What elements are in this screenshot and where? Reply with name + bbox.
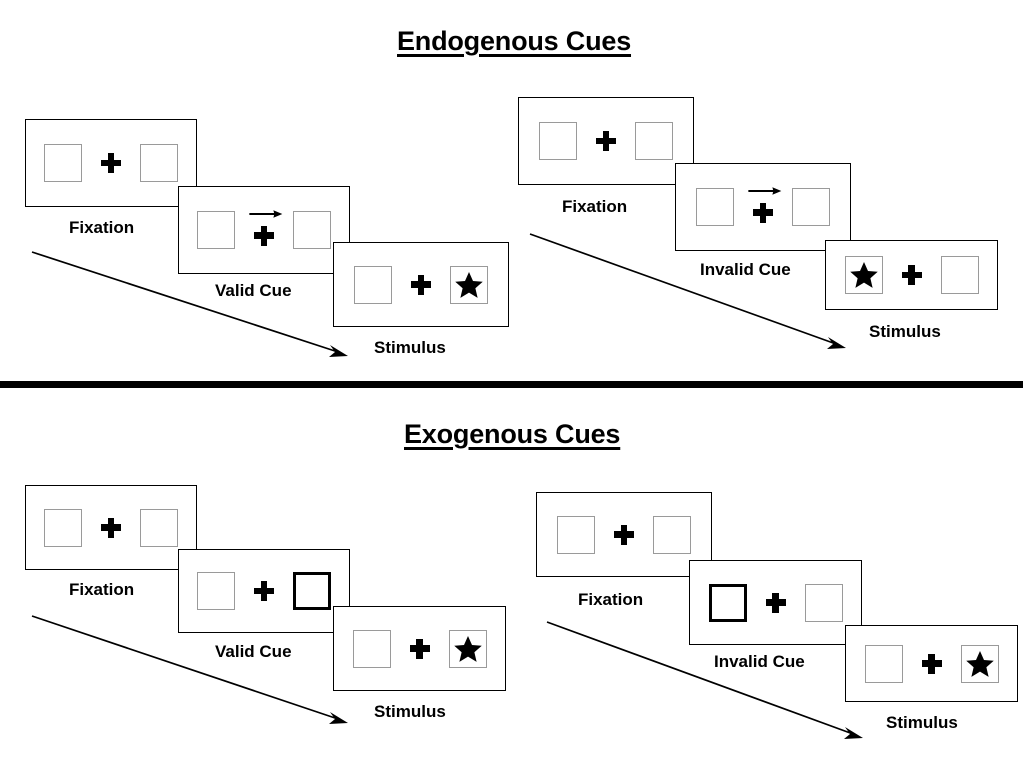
fixation-plus-wrap	[96, 141, 126, 185]
fixation-plus-wrap	[917, 642, 947, 686]
fixation-plus-wrap	[591, 119, 621, 163]
caption-exogenous-invalid-cue: Invalid Cue	[714, 652, 805, 671]
time-flow-arrow-icon	[529, 233, 846, 349]
section-title-endogenous: Endogenous Cues	[397, 26, 632, 56]
placeholder-box-right	[635, 122, 673, 160]
panel-content	[844, 253, 979, 297]
star-icon	[453, 635, 482, 662]
fixation-plus-icon	[101, 153, 121, 173]
panel-content	[864, 642, 999, 686]
panel-content	[44, 141, 178, 185]
section-title-exogenous: Exogenous Cues	[404, 419, 621, 449]
panel-endogenous-valid-fixation[interactable]	[25, 119, 197, 207]
panel-content	[197, 208, 331, 252]
placeholder-box-right	[940, 256, 979, 294]
placeholder-box-right	[792, 188, 830, 226]
placeholder-box-left	[354, 265, 392, 304]
fixation-plus-icon	[411, 274, 431, 295]
panel-exogenous-valid-fixation[interactable]	[25, 485, 197, 570]
panel-content	[352, 627, 487, 671]
placeholder-box-right	[653, 515, 691, 554]
star-icon	[455, 271, 483, 298]
placeholder-box-right	[450, 265, 488, 304]
star-icon	[965, 650, 994, 677]
panel-exogenous-invalid-cue[interactable]	[689, 560, 862, 645]
fixation-plus-wrap	[748, 185, 782, 229]
placeholder-box-left	[864, 644, 903, 683]
panel-endogenous-valid-stimulus[interactable]	[333, 242, 509, 327]
caption-exogenous-invalid-stimulus: Stimulus	[886, 713, 958, 732]
caption-endogenous-valid-fixation: Fixation	[69, 218, 135, 237]
caption-endogenous-valid-cue: Valid Cue	[215, 281, 292, 300]
placeholder-box-left-cued	[708, 583, 747, 622]
fixation-plus-icon	[753, 202, 773, 223]
panel-content	[197, 569, 331, 613]
placeholder-box-left	[44, 508, 82, 547]
fixation-plus-wrap	[406, 263, 436, 307]
panel-content	[557, 513, 691, 557]
star-icon	[849, 262, 878, 288]
fixation-plus-icon	[409, 638, 430, 659]
caption-endogenous-invalid-stimulus: Stimulus	[869, 322, 941, 341]
fixation-plus-wrap	[609, 513, 639, 557]
fixation-plus-icon	[254, 225, 274, 246]
fixation-plus-wrap	[96, 506, 126, 550]
fixation-plus-icon	[614, 524, 634, 545]
panel-content	[539, 119, 673, 163]
fixation-plus-icon	[901, 265, 922, 285]
panel-content	[44, 506, 178, 550]
caption-exogenous-invalid-fixation: Fixation	[578, 590, 644, 609]
panel-endogenous-invalid-fixation[interactable]	[518, 97, 694, 185]
placeholder-box-left	[197, 572, 235, 610]
placeholder-box-right	[140, 144, 178, 182]
caption-exogenous-valid-fixation: Fixation	[69, 580, 135, 599]
time-flow-arrow-icon	[31, 251, 348, 357]
placeholder-box-right	[804, 583, 843, 622]
time-flow-arrow-icon	[546, 621, 863, 739]
placeholder-box-right-cued	[293, 572, 331, 610]
placeholder-box-left	[44, 144, 82, 182]
caption-endogenous-invalid-fixation: Fixation	[562, 197, 628, 216]
caption-exogenous-valid-cue: Valid Cue	[215, 642, 292, 661]
fixation-plus-wrap	[249, 208, 283, 252]
fixation-plus-wrap	[405, 627, 435, 671]
panel-endogenous-invalid-cue[interactable]	[675, 163, 851, 251]
placeholder-box-left	[696, 188, 734, 226]
arrow-right-icon	[249, 210, 283, 218]
fixation-plus-wrap	[761, 581, 791, 625]
fixation-plus-icon	[596, 131, 616, 151]
fixation-plus-wrap	[897, 253, 927, 297]
section-divider	[0, 381, 1023, 388]
placeholder-box-left	[352, 629, 391, 668]
placeholder-box-right	[448, 629, 487, 668]
placeholder-box-left	[197, 211, 235, 249]
panel-exogenous-invalid-fixation[interactable]	[536, 492, 712, 577]
caption-endogenous-invalid-cue: Invalid Cue	[700, 260, 791, 279]
panel-exogenous-valid-cue[interactable]	[178, 549, 350, 633]
caption-exogenous-valid-stimulus: Stimulus	[374, 702, 446, 721]
placeholder-box-left	[844, 256, 883, 294]
panel-content	[696, 185, 830, 229]
arrow-right-icon	[748, 187, 782, 195]
caption-endogenous-valid-stimulus: Stimulus	[374, 338, 446, 357]
placeholder-box-right	[960, 644, 999, 683]
placeholder-box-right	[293, 211, 331, 249]
fixation-plus-wrap	[249, 569, 279, 613]
fixation-plus-icon	[101, 517, 121, 538]
fixation-plus-icon	[921, 653, 942, 674]
placeholder-box-left	[539, 122, 577, 160]
panel-content	[708, 581, 843, 625]
fixation-plus-icon	[765, 592, 786, 613]
fixation-plus-icon	[254, 581, 274, 601]
panel-endogenous-invalid-stimulus[interactable]	[825, 240, 998, 310]
time-flow-arrow-icon	[31, 615, 348, 724]
panel-exogenous-valid-stimulus[interactable]	[333, 606, 506, 691]
panel-content	[354, 263, 488, 307]
placeholder-box-right	[140, 508, 178, 547]
panel-exogenous-invalid-stimulus[interactable]	[845, 625, 1018, 702]
panel-endogenous-valid-cue[interactable]	[178, 186, 350, 274]
placeholder-box-left	[557, 515, 595, 554]
